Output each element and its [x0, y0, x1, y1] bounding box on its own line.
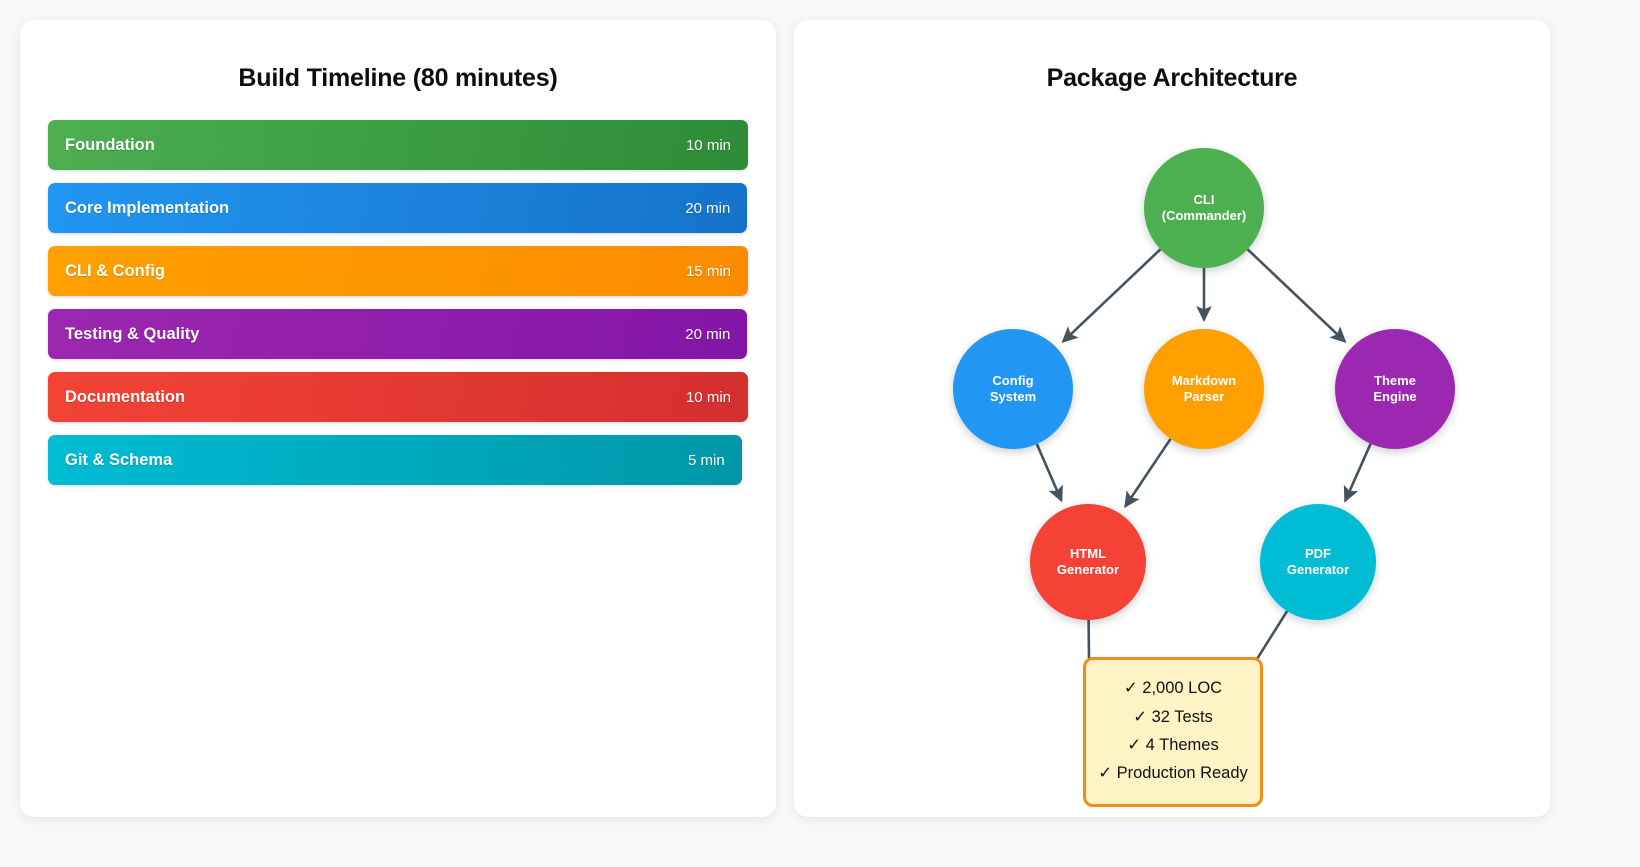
architecture-title: Package Architecture: [1046, 64, 1298, 92]
timeline-bar-duration: 15 min: [685, 262, 731, 280]
project-stat-line: ✓ 2,000 LOC: [1123, 679, 1223, 698]
node-label-secondary: System: [989, 389, 1037, 404]
architecture-edge-theme-to-pdf: [1343, 443, 1372, 503]
timeline-bar-label: CLI & Config: [65, 261, 165, 280]
timeline-bar: Testing & Quality 20 min: [48, 309, 748, 359]
node-label-secondary: Generator: [1286, 562, 1350, 577]
node-label-primary: Markdown: [1171, 373, 1237, 389]
architecture-edge-config-to-html: [1035, 443, 1063, 503]
timeline-title: Build Timeline (80 minutes): [238, 64, 558, 92]
architecture-node-cli: CLI(Commander): [1144, 148, 1264, 268]
node-label-primary: PDF: [1304, 546, 1331, 562]
timeline-bar-duration: 5 min: [688, 451, 725, 469]
project-stat-line: ✓ 32 Tests: [1133, 707, 1213, 726]
timeline-bar: Documentation 10 min: [48, 372, 748, 422]
node-label-primary: HTML: [1069, 546, 1107, 562]
timeline-bar: Git & Schema 5 min: [48, 435, 742, 485]
timeline-bar-label: Documentation: [65, 387, 186, 406]
project-stat-line: ✓ Production Ready: [1098, 764, 1248, 783]
architecture-edge-markdown-to-html: [1124, 438, 1172, 509]
node-label-primary: CLI: [1193, 192, 1215, 208]
timeline-bar: Foundation 10 min: [48, 120, 748, 170]
node-label-secondary: Parser: [1183, 389, 1225, 404]
timeline-bar-duration: 20 min: [685, 199, 731, 217]
timeline-bar-label: Foundation: [65, 135, 155, 154]
architecture-edge-cli-to-config: [1061, 248, 1162, 343]
architecture-edge-cli-to-theme: [1246, 248, 1347, 343]
timeline-bar-label: Git & Schema: [65, 450, 173, 469]
node-label-secondary: Generator: [1056, 562, 1120, 577]
timeline-bar-label: Core Implementation: [65, 198, 230, 217]
project-stat-line: ✓ 4 Themes: [1127, 736, 1219, 754]
timeline-bar-duration: 10 min: [685, 136, 731, 154]
node-label-secondary: Engine: [1373, 389, 1417, 404]
node-label-secondary: (Commander): [1161, 208, 1247, 223]
node-label-primary: Theme: [1374, 373, 1416, 389]
timeline-bar: Core Implementation 20 min: [48, 183, 748, 233]
build-timeline-panel: Build Timeline (80 minutes) Foundation 10…: [20, 20, 776, 817]
architecture-edge-layer: [1035, 248, 1372, 660]
timeline-bar-label: Testing & Quality: [65, 324, 200, 343]
architecture-edge-pdf-to-stats: [1255, 610, 1289, 660]
timeline-bar-duration: 20 min: [685, 325, 731, 343]
node-label-primary: Config: [992, 373, 1034, 389]
timeline-bar-duration: 10 min: [685, 388, 731, 406]
project-stats-box: ✓ 2,000 LOC ✓ 32 Tests ✓ 4 Themes ✓ Product…: [1083, 657, 1263, 807]
timeline-bar: CLI & Config 15 min: [48, 246, 748, 296]
